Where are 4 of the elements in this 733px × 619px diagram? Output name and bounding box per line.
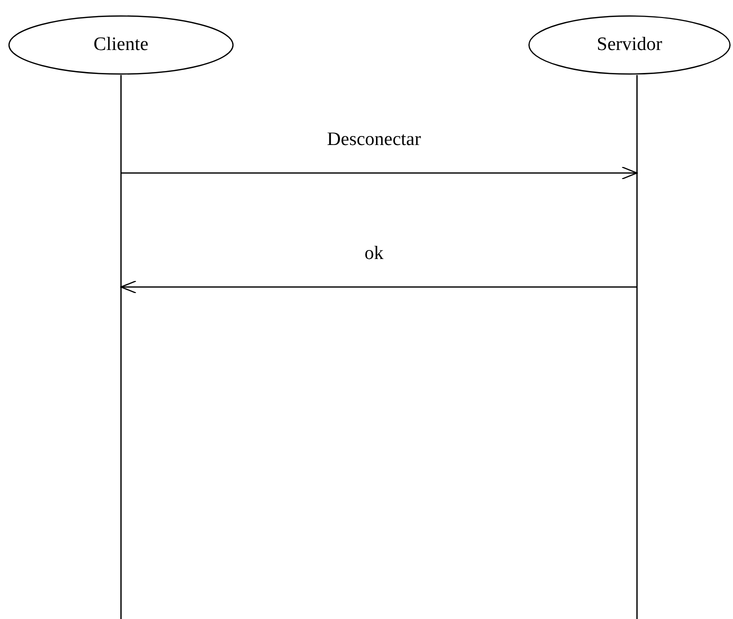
participant-name: Cliente bbox=[94, 34, 148, 56]
message-arrow bbox=[121, 166, 638, 180]
participant-name: Servidor bbox=[596, 34, 662, 56]
message-arrow bbox=[120, 280, 637, 294]
